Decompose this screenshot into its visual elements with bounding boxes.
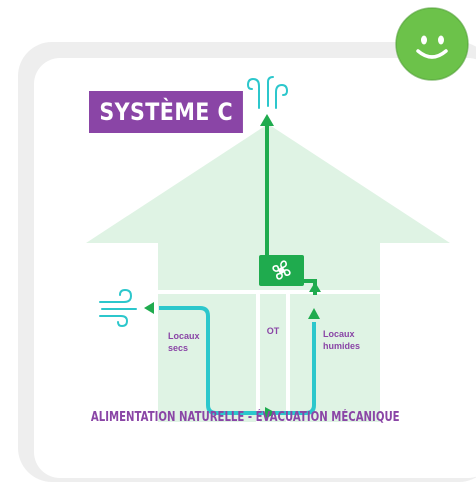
wind-inlet-icon [99,288,137,328]
diagram-stage: Locaux secs OT Locaux humides SYSTÈME C … [18,7,476,482]
room-label-middle: OT [267,326,280,336]
arrow-up-icon [260,114,274,126]
room-label-right-line2: humides [323,341,360,351]
room-label-left-line2: secs [168,343,188,353]
arrow-left-icon [144,302,154,314]
room-label-left-line1: Locaux [168,331,200,341]
exhaust-air-icon [246,76,289,109]
arrow-up-icon [308,308,320,319]
fan-icon [259,255,304,286]
arrow-right-icon [265,407,276,419]
supply-flow [144,302,320,419]
room-label-right-line1: Locaux [323,329,355,339]
diagram-caption: ALIMENTATION NATURELLE - ÉVACUATION MÉCA… [90,410,400,425]
ventilation-diagram: Locaux secs OT Locaux humides [86,7,469,422]
extraction-flow [260,114,321,295]
arrow-up-icon [309,282,321,292]
system-title: SYSTÈME C [89,91,244,133]
smiley-face-icon [395,7,469,81]
